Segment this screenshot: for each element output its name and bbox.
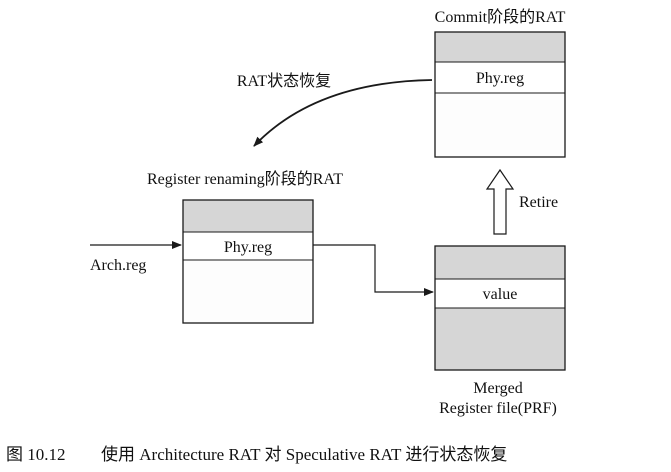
retire-label: Retire	[519, 194, 558, 211]
prf-top-cell	[434, 245, 566, 280]
rename-rat-table	[182, 199, 314, 324]
prf-outline	[434, 245, 566, 371]
figure-caption: 使用 Architecture RAT 对 Speculative RAT 进行…	[101, 444, 507, 464]
rename-to-prf-arrow	[313, 244, 434, 296]
commit-rat-phy-reg-cell	[434, 61, 566, 94]
state-recovery-label: RAT状态恢复	[237, 72, 331, 90]
commit-rat-outline	[434, 31, 566, 158]
prf-bottom-cell	[434, 307, 566, 371]
rename-rat-title: Register renaming阶段的RAT	[147, 170, 343, 188]
figure-number: 图 10.12	[6, 445, 66, 464]
arch-reg-label: Arch.reg	[90, 257, 146, 274]
state-recovery-arrow	[253, 79, 433, 147]
rename-rat-bottom-cell	[182, 259, 314, 324]
commit-rat-bottom-cell	[434, 92, 566, 158]
prf-table	[434, 245, 566, 371]
prf-label-line1: Merged	[473, 380, 522, 397]
commit-rat-table	[434, 31, 566, 158]
retire-arrow	[485, 168, 515, 235]
prf-label-line2: Register file(PRF)	[439, 400, 557, 417]
commit-rat-title: Commit阶段的RAT	[435, 8, 566, 26]
rename-rat-top-cell	[182, 199, 314, 233]
rename-rat-outline	[182, 199, 314, 324]
rename-rat-cell-label: Phy.reg	[224, 239, 272, 256]
commit-rat-top-cell	[434, 31, 566, 63]
prf-cell-label: value	[483, 286, 518, 303]
commit-rat-cell-label: Phy.reg	[476, 70, 524, 87]
